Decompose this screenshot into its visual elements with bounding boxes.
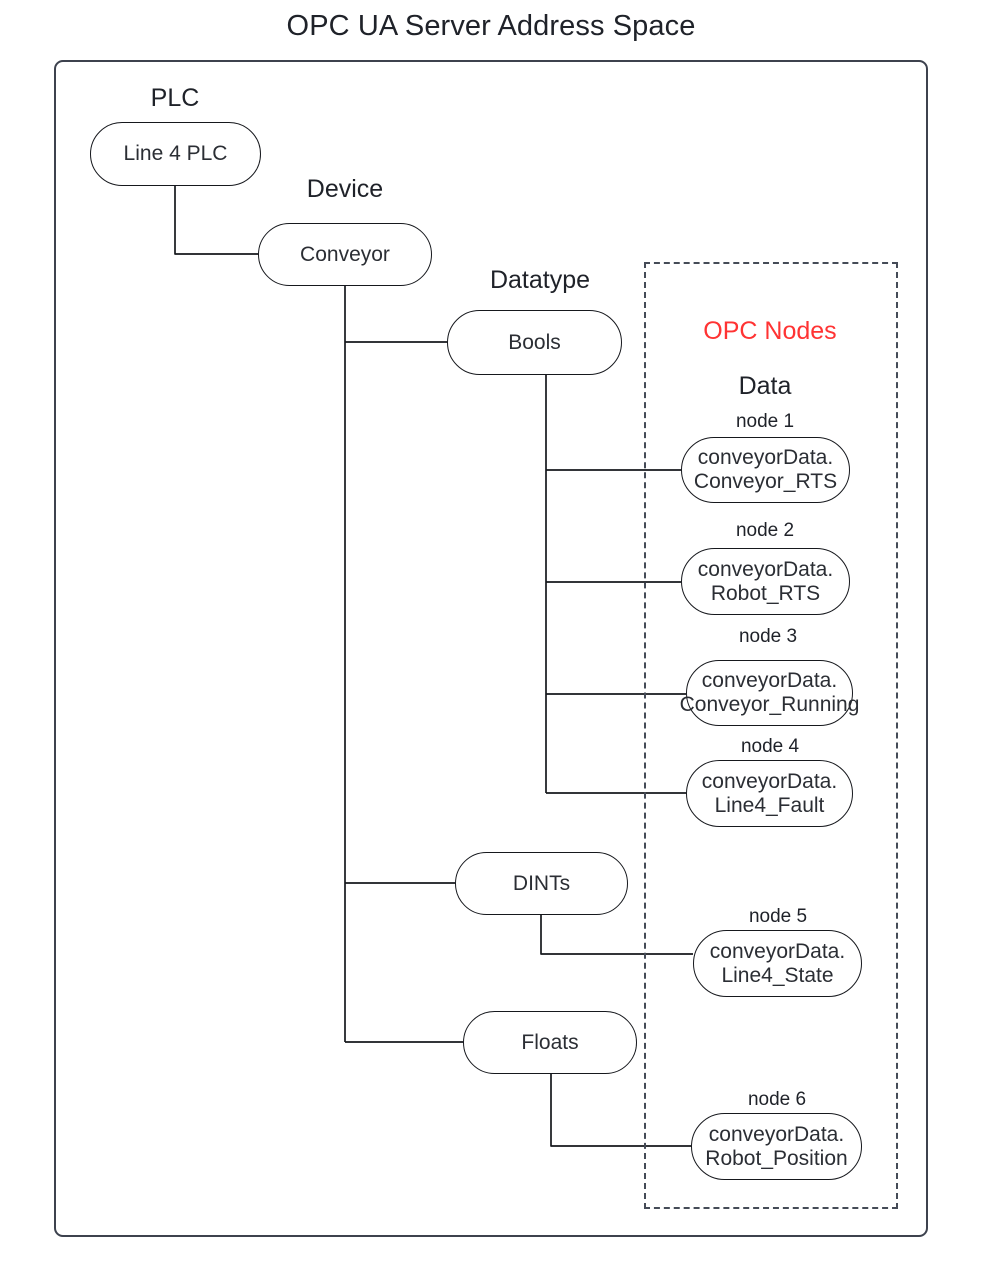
caption-plc: PLC (150, 84, 200, 112)
address-space-frame (54, 60, 928, 1237)
opc-node-4-line2: Line4_Fault (714, 793, 825, 817)
opc-nodes-region (644, 262, 898, 1209)
opc-node-3-line1: conveyorData. (701, 669, 838, 693)
opc-node-2-line1: conveyorData. (697, 557, 834, 581)
caption-opc-nodes: OPC Nodes (703, 317, 837, 345)
caption-data: Data (738, 372, 792, 400)
opc-node-3[interactable]: conveyorData. Conveyor_Running (680, 660, 859, 726)
opc-node-5-line2: Line4_State (721, 963, 834, 987)
caption-device: Device (306, 175, 384, 203)
node-1-caption: node 1 (735, 411, 795, 432)
opc-node-6-line2: Robot_Position (705, 1146, 848, 1170)
opc-node-2[interactable]: conveyorData. Robot_RTS (681, 548, 850, 615)
opc-node-1-line2: Conveyor_RTS (693, 470, 838, 493)
node-6-caption: node 6 (747, 1089, 807, 1110)
node-2-caption: node 2 (735, 520, 795, 541)
opc-node-4[interactable]: conveyorData. Line4_Fault (686, 760, 853, 827)
opc-node-2-line2: Robot_RTS (710, 581, 821, 605)
caption-datatype: Datatype (489, 266, 591, 294)
node-datatype-floats[interactable]: Floats (463, 1011, 637, 1074)
opc-node-4-line1: conveyorData. (701, 769, 838, 793)
node-line-4-plc[interactable]: Line 4 PLC (90, 122, 261, 186)
opc-node-6-line1: conveyorData. (708, 1122, 845, 1146)
node-datatype-bools[interactable]: Bools (447, 310, 622, 375)
opc-node-1[interactable]: conveyorData. Conveyor_RTS (681, 437, 850, 503)
node-3-caption: node 3 (738, 626, 798, 647)
node-datatype-dints[interactable]: DINTs (455, 852, 628, 915)
page-title: OPC UA Server Address Space (286, 10, 696, 42)
opc-node-3-line2: Conveyor_Running (679, 693, 860, 716)
node-5-caption: node 5 (748, 906, 808, 927)
opc-node-1-line1: conveyorData. (697, 446, 834, 470)
opc-node-6[interactable]: conveyorData. Robot_Position (691, 1113, 862, 1180)
node-4-caption: node 4 (740, 736, 800, 757)
opc-node-5[interactable]: conveyorData. Line4_State (693, 930, 862, 997)
opc-node-5-line1: conveyorData. (709, 939, 846, 963)
node-conveyor[interactable]: Conveyor (258, 223, 432, 286)
